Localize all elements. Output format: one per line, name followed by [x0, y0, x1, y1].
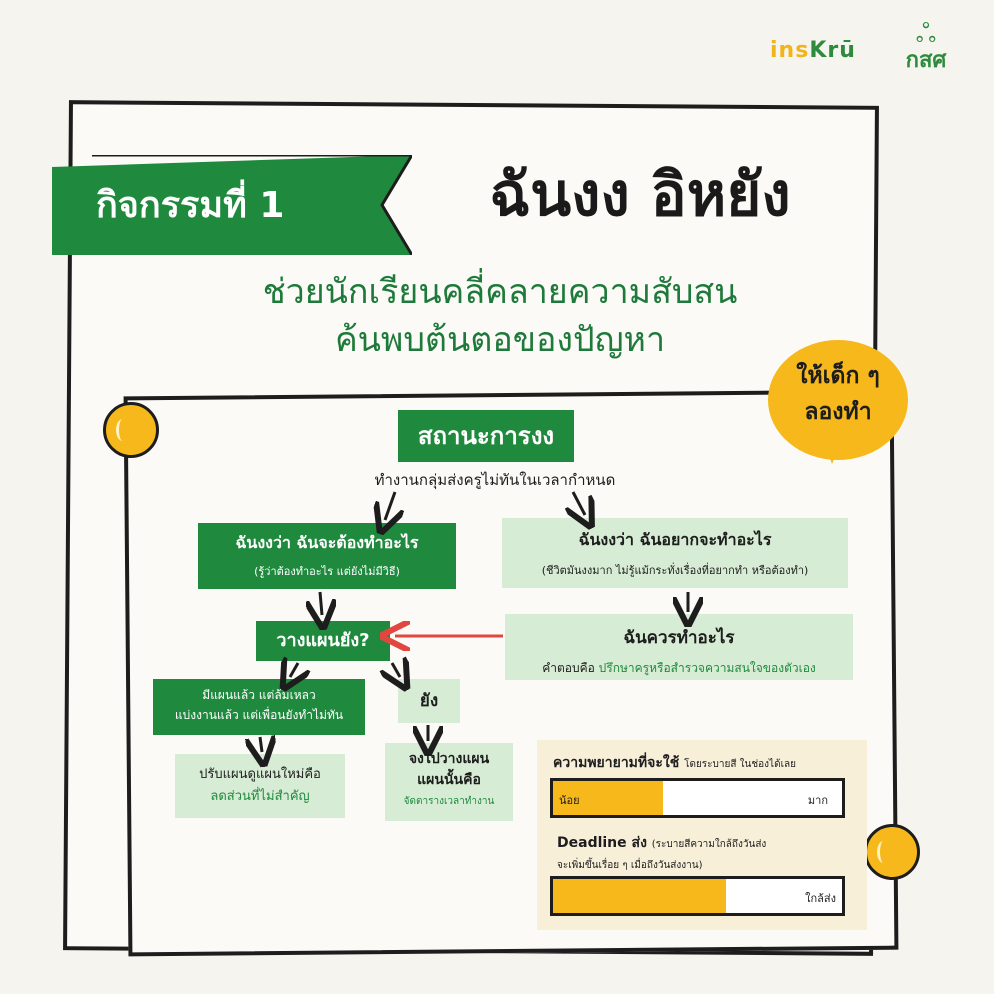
confused-what-to-do-box: ฉันงงว่า ฉันจะต้องทำอะไร (รู้ว่าต้องทำอะ…: [198, 523, 456, 589]
what-should-i-do-box: ฉันควรทำอะไร คำตอบคือ ปรึกษาครูหรือสำรวจ…: [505, 614, 853, 680]
speech-bubble: [768, 340, 908, 460]
arrow: [392, 663, 400, 677]
effort-bar-fill: [553, 781, 663, 815]
replan-box: ปรับแผนดูแผนใหม่คือ ลดส่วนที่ไม่สำคัญ: [175, 754, 345, 818]
arrow: [573, 491, 585, 515]
activity-banner: [52, 155, 412, 255]
kss-logo: ஃ กสศ: [896, 20, 956, 74]
inskru-logo: insKrū: [770, 38, 856, 63]
deadline-bar-fill: [553, 879, 727, 913]
effort-low-label: น้อย: [559, 794, 580, 807]
arrow: [290, 663, 298, 677]
pin-icon: [864, 824, 920, 880]
situation-box: สถานะการงง: [398, 410, 574, 462]
subtitle: ช่วยนักเรียนคลี่คลายความสับสน ค้นพบต้นตอ…: [262, 272, 738, 360]
arrow: [320, 591, 322, 615]
effort-bar[interactable]: น้อย มาก: [550, 778, 845, 818]
deadline-note: จะเพิ่มขึ้นเรื่อย ๆ เมื่อถึงวันส่งงาน): [557, 860, 703, 871]
page-title: ฉันงง อิหยัง: [489, 160, 791, 230]
effort-title: ความพยายามที่จะใช้ โดยระบายสี ในช่องได้เ…: [553, 755, 796, 771]
confused-what-to-want-box: ฉันงงว่า ฉันอยากจะทำอะไร (ชีวิตมันงงมาก …: [502, 518, 848, 588]
effort-high-label: มาก: [807, 794, 828, 807]
arrow: [385, 491, 395, 520]
deadline-bar[interactable]: ใกล้ส่ง: [550, 876, 845, 916]
pin-icon: [103, 402, 159, 458]
plan-failed-box: มีแผนแล้ว แต่ล้มเหลว แบ่งงานแล้ว แต่เพื่…: [153, 679, 365, 735]
bubble-text: ให้เด็ก ๆ ลองทำ: [796, 363, 880, 425]
deadline-title: Deadline ส่ง (ระบายสีความใกล้ถึงวันส่ง: [557, 835, 767, 851]
deadline-label: ใกล้ส่ง: [805, 892, 836, 905]
activity-label: กิจกรรมที่ 1: [96, 185, 285, 226]
situation-description: ทำงานกลุ่มส่งครูไม่ทันในเวลากำหนด: [374, 471, 616, 489]
plan-question-box: วางแผนยัง?: [256, 621, 390, 661]
sprout-icon: ஃ: [915, 19, 937, 49]
arrow: [260, 737, 262, 752]
